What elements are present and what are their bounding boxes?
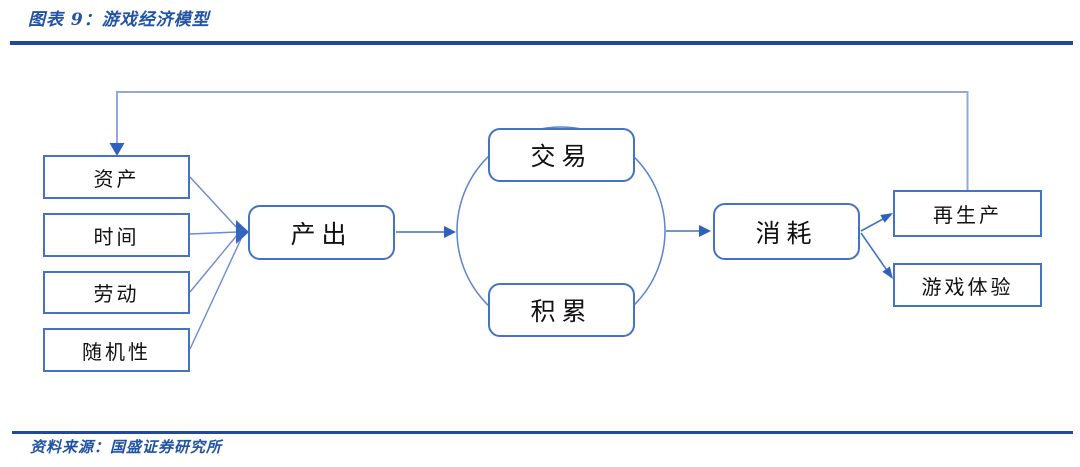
node-trade: 交易 [488,128,635,182]
consume-to-experience-arrow [860,232,893,279]
input-box-randomness: 随机性 [43,328,190,372]
node-output: 产出 [248,205,395,260]
node-consumption: 消耗 [713,203,860,260]
node-accumulation: 积累 [488,283,635,337]
output-to-cycle-arrow [396,226,456,238]
caption-rule-bottom [12,431,1073,434]
figure-caption: 图表 9：游戏经济模型 [28,10,210,30]
input-box-assets: 资产 [43,155,190,199]
cycle-to-consume-arrow [666,225,711,237]
inputs-to-output-arrows [189,176,242,350]
source-note: 资料来源：国盛证券研究所 [30,438,223,456]
consume-to-reproduction-arrow [860,213,893,232]
input-box-time: 时间 [43,213,190,257]
feedback-loop-arrow [109,91,969,190]
result-box-reproduction: 再生产 [893,190,1042,237]
result-box-game-experience: 游戏体验 [893,263,1042,307]
input-box-labor: 劳动 [43,271,190,314]
caption-rule-top [10,41,1073,45]
converge-arrowhead [236,220,249,244]
